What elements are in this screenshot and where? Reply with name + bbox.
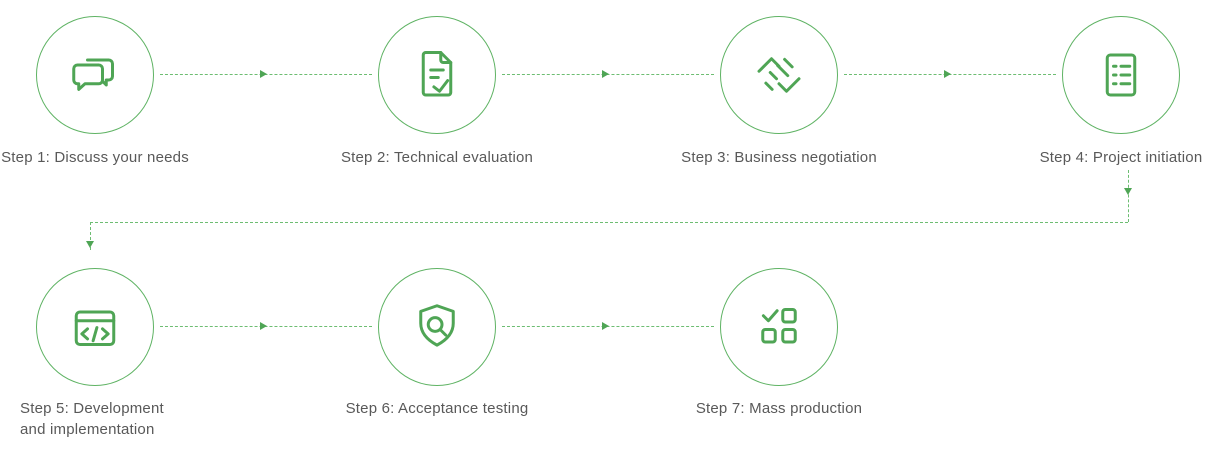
checkbox-grid-icon <box>761 308 797 344</box>
handshake-icon <box>757 57 801 93</box>
checklist-icon <box>1105 53 1137 97</box>
step-3-circle <box>720 16 838 134</box>
step-5-label: Step 5: Development and implementation <box>20 400 164 438</box>
step-4-circle <box>1062 16 1180 134</box>
step-3-label: Step 3: Business negotiation <box>681 149 877 166</box>
step-6-circle <box>378 268 496 386</box>
shield-search-icon <box>419 304 455 347</box>
arrow-right-icon <box>602 322 609 330</box>
step-4-label: Step 4: Project initiation <box>1039 149 1203 166</box>
step-7-label: Step 7: Mass production <box>695 400 863 417</box>
step-2-label: Step 2: Technical evaluation <box>340 149 534 166</box>
step-7-circle <box>720 268 838 386</box>
step-1-label: Step 1: Discuss your needs <box>1 149 189 166</box>
connector-wrap-horizontal <box>90 222 1128 223</box>
step-6-label: Step 6: Acceptance testing <box>345 400 529 417</box>
arrow-right-icon <box>944 70 951 78</box>
arrow-right-icon <box>260 322 267 330</box>
arrow-down-icon <box>1124 188 1132 195</box>
connector-step4-down <box>1128 170 1129 222</box>
document-signature-icon <box>421 51 453 97</box>
step-1-circle <box>36 16 154 134</box>
arrow-right-icon <box>260 70 267 78</box>
code-window-icon <box>74 310 116 346</box>
arrow-right-icon <box>602 70 609 78</box>
step-2-circle <box>378 16 496 134</box>
connector-step5-down <box>90 222 91 250</box>
step-5-circle <box>36 268 154 386</box>
chat-bubbles-icon <box>72 58 114 91</box>
arrow-down-icon <box>86 241 94 248</box>
